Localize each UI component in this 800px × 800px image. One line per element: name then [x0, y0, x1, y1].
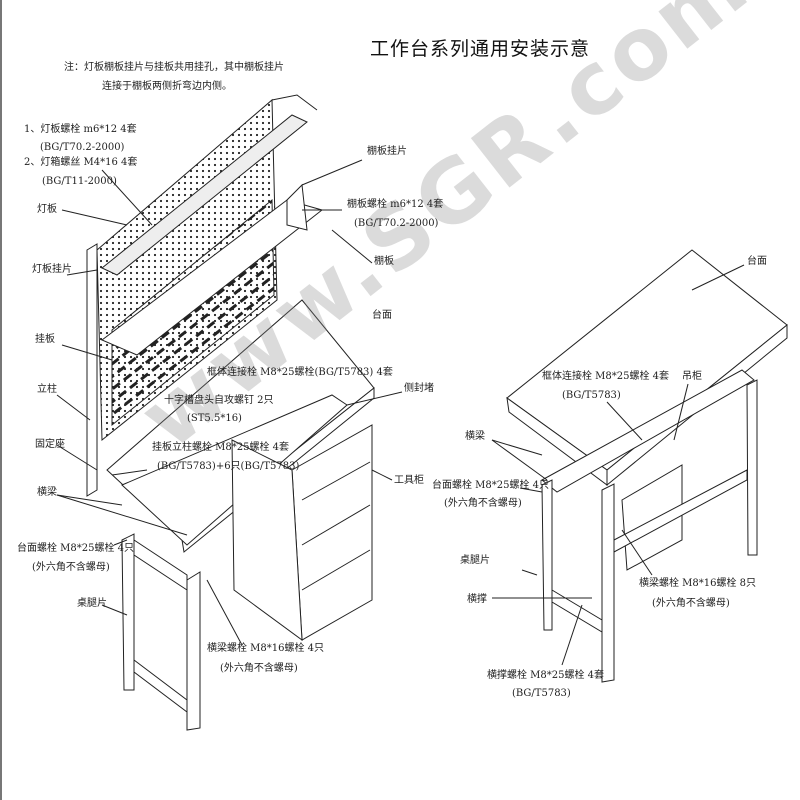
right-leg-left	[541, 479, 553, 631]
label-left-top: 台面	[372, 310, 392, 321]
tool-cabinet	[291, 424, 373, 641]
label-tool-cabinet: 工具柜	[394, 475, 424, 486]
left-leg-rail-bottom	[133, 658, 188, 714]
label-left-frame-bolt: 框体连接栓 M8*25螺栓(BG/T5783) 4套	[207, 367, 393, 378]
lamp-hanger-bracket	[271, 94, 318, 111]
label-right-beam: 横梁	[465, 431, 485, 442]
shelf-hanger	[286, 183, 308, 231]
page-title: 工作台系列通用安装示意	[370, 38, 591, 60]
left-post	[86, 243, 98, 497]
lamp-panel	[101, 114, 308, 276]
right-leg-front	[601, 483, 615, 683]
label-shelf-bolt: 棚板螺栓 m6*12 4套	[347, 199, 444, 210]
right-leg-back	[746, 379, 758, 556]
label-self-tap-std: (ST5.5*16)	[187, 413, 242, 424]
note-line-2: 连接于棚板两侧折弯边内侧。	[102, 81, 232, 92]
label-right-top: 台面	[747, 256, 767, 267]
label-post: 立柱	[37, 384, 57, 395]
label-lamp-panel: 灯板	[37, 204, 57, 215]
right-brace	[551, 589, 603, 633]
label-hang-panel: 挂板	[35, 334, 55, 345]
label-brace-bolt-std: (BG/T5783)	[512, 688, 571, 699]
label-lamp-screw-std: (BG/T11-2000)	[42, 176, 117, 187]
label-left-leg: 桌腿片	[77, 598, 107, 609]
label-base: 固定座	[35, 439, 65, 450]
left-leg-rail-top	[133, 539, 188, 591]
label-post-bolt-std: (BG/T5783)+6只(BG/T5783)	[157, 461, 300, 472]
leader-lines	[56, 159, 745, 666]
label-side-cap: 侧封堵	[404, 383, 434, 394]
label-shelf-hanger: 棚板挂片	[367, 146, 407, 157]
label-hanging-cabinet: 吊柜	[682, 371, 702, 382]
left-leg-back	[121, 533, 135, 691]
label-left-beam-bolt-note: (外六角不含螺母)	[220, 663, 298, 674]
label-left-top-bolt: 台面螺栓 M8*25螺栓 4只	[17, 543, 135, 554]
label-lamp-bolt: 1、灯板螺栓 m6*12 4套	[24, 124, 137, 135]
label-shelf-bolt-std: (BG/T70.2-2000)	[354, 218, 439, 229]
label-post-bolt: 挂板立柱螺栓 M8*25螺栓 4套	[152, 442, 290, 453]
label-right-top-bolt-note: (外六角不含螺母)	[444, 498, 522, 509]
label-lamp-bolt-std: (BG/T70.2-2000)	[40, 142, 125, 153]
drawer-line	[301, 461, 371, 501]
label-right-beam-bolt: 横梁螺栓 M8*16螺栓 8只	[639, 578, 757, 589]
tool-cabinet-side	[231, 439, 303, 642]
drawer-line	[301, 504, 371, 546]
right-lower-rail	[613, 469, 748, 553]
label-self-tap: 十字槽盘头自攻螺钉 2只	[164, 395, 274, 406]
label-brace-bolt: 横撑螺栓 M8*25螺栓 4套	[487, 670, 605, 681]
label-right-beam-bolt-note: (外六角不含螺母)	[652, 598, 730, 609]
label-right-frame-bolt: 框体连接栓 M8*25螺栓 4套	[542, 371, 670, 382]
label-right-frame-bolt-std: (BG/T5783)	[562, 390, 621, 401]
drawer-line	[301, 549, 371, 591]
label-left-beam: 横梁	[37, 487, 57, 498]
hanging-cabinet	[621, 464, 683, 571]
label-brace: 横撑	[467, 594, 487, 605]
label-lamp-hanger: 灯板挂片	[32, 264, 72, 275]
label-right-top-bolt: 台面螺栓 M8*25螺栓 4只	[432, 480, 550, 491]
label-shelf: 棚板	[374, 256, 394, 267]
label-lamp-screw: 2、灯箱螺丝 M4*16 4套	[24, 157, 138, 168]
label-right-leg: 桌腿片	[460, 555, 490, 566]
note-line-1: 注：灯板棚板挂片与挂板共用挂孔，其中棚板挂片	[64, 62, 284, 73]
label-left-top-bolt-note: (外六角不含螺母)	[32, 562, 110, 573]
left-leg-front	[186, 571, 201, 731]
label-left-beam-bolt: 横梁螺栓 M8*16螺栓 4只	[207, 643, 325, 654]
